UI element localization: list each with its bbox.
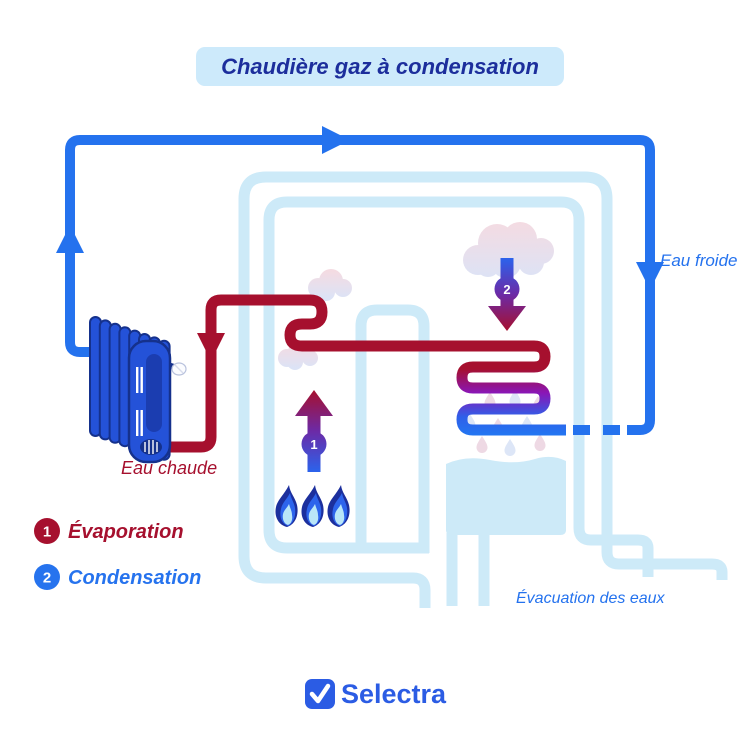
evaporation-arrow: 1 (295, 390, 333, 472)
legend-label-condensation: Condensation (68, 567, 201, 589)
radiator-panel-inset (146, 354, 162, 432)
hot-water-label: Eau chaude (121, 458, 217, 478)
legend-badge-1 (34, 518, 60, 544)
drain-label: Évacuation des eaux (516, 588, 666, 607)
radiator-vent (140, 439, 162, 455)
cold-flow-arrow-down (636, 262, 664, 290)
steam-cloud-small-upper (308, 269, 352, 301)
hot-flow-arrow-down (197, 333, 225, 361)
cold-flow-arrow-up (56, 225, 84, 253)
condensate-droplets (464, 390, 546, 456)
condensation-arrow: 2 (488, 258, 526, 331)
cold-flow-arrow-right (322, 126, 350, 154)
title-background (196, 47, 564, 86)
steam-cloud-small-lower (278, 341, 318, 370)
title-banner: Chaudière gaz à condensation (196, 47, 564, 86)
hot-water-pipe (164, 294, 470, 453)
page-title: Chaudière gaz à condensation (221, 54, 539, 79)
legend-badge-1-number: 1 (43, 524, 51, 541)
radiator (89, 316, 187, 464)
legend-item-evaporation: 1 Évaporation (34, 518, 184, 544)
flame-icon (301, 485, 324, 527)
radiator-vent-stripes (144, 440, 158, 454)
flame-icon (327, 485, 350, 527)
evaporation-badge-number: 1 (310, 437, 317, 452)
cold-water-pipe (65, 135, 655, 435)
burner-flames (275, 485, 350, 527)
radiator-slots (136, 367, 143, 436)
legend-label-evaporation: Évaporation (68, 520, 184, 543)
condensate-drain-pipes (446, 533, 490, 606)
cold-flow-arrows (56, 126, 664, 290)
evaporation-badge (301, 431, 327, 457)
flue-channel (355, 304, 430, 553)
legend-badge-2 (34, 564, 60, 590)
legend: 1 Évaporation 2 Condensation (34, 518, 201, 590)
flame-icon (275, 485, 298, 527)
brand-logo: Selectra (305, 679, 447, 709)
legend-item-condensation: 2 Condensation (34, 564, 201, 590)
heat-exchanger-coil (456, 340, 566, 436)
condensation-badge-number: 2 (503, 282, 510, 297)
outer-casing (238, 171, 728, 608)
condensation-badge (494, 276, 520, 302)
water-tank (446, 456, 566, 535)
cold-water-label: Eau froide (660, 251, 738, 270)
inner-casing (263, 196, 654, 577)
boiler-casing (238, 171, 728, 608)
legend-badge-2-number: 2 (43, 570, 51, 587)
brand-name: Selectra (341, 679, 447, 709)
